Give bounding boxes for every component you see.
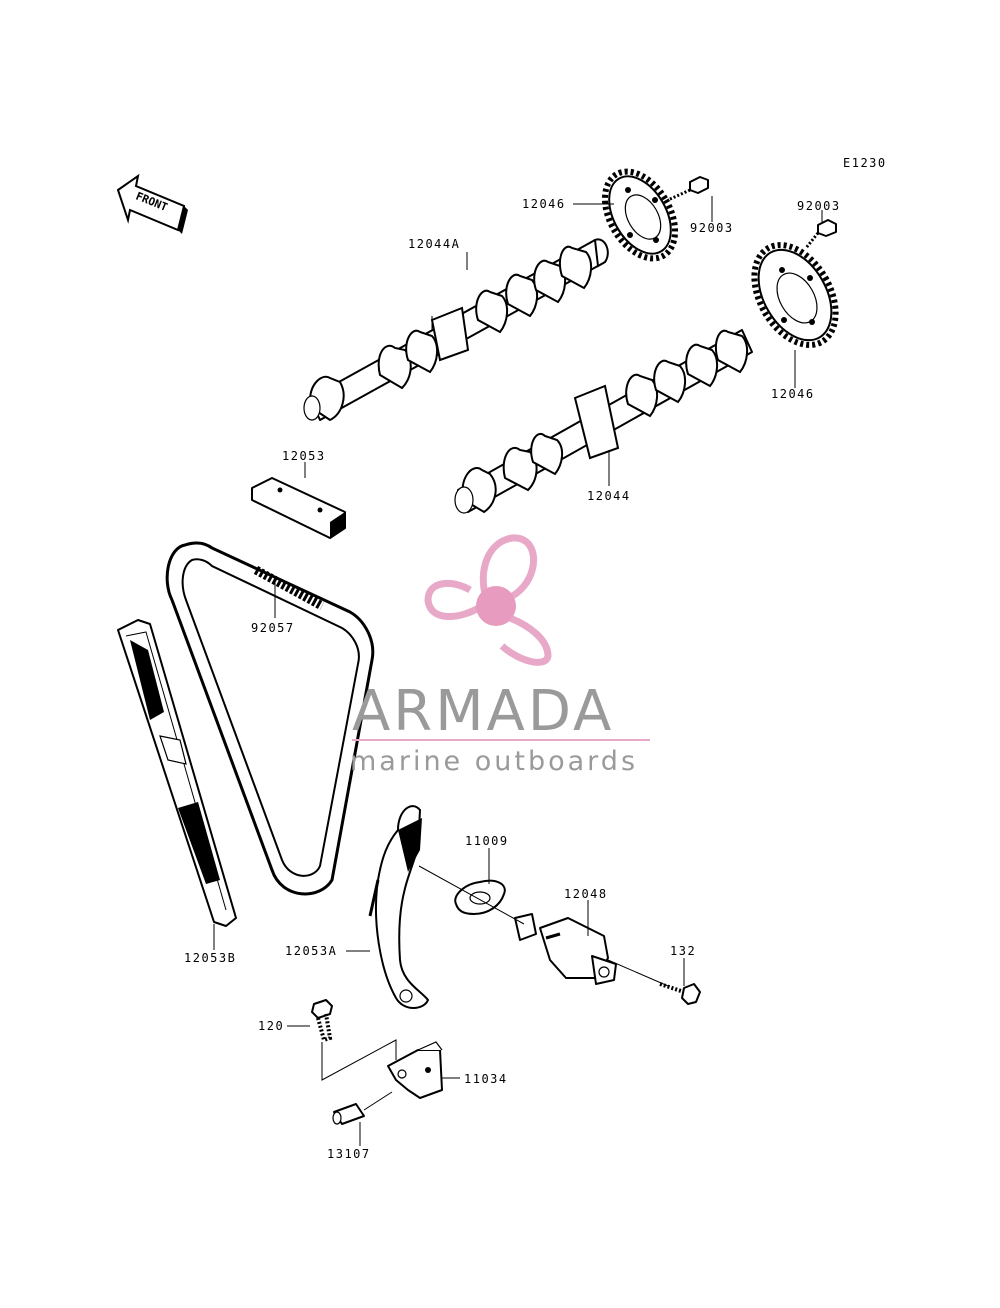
part-labels: 12046 92003 92003 12044A 12046 12053 120… (184, 197, 841, 1161)
gasket-11009 (454, 879, 506, 915)
diagram-code: E1230 (843, 156, 887, 170)
watermark-tagline: marine outboards (350, 746, 638, 777)
label-12053A: 12053A (285, 944, 337, 958)
label-92003-right: 92003 (797, 199, 841, 213)
cam-chain-tensioner-12048 (514, 913, 617, 985)
label-12046-right: 12046 (771, 387, 815, 401)
label-132: 132 (670, 944, 696, 958)
leader-lines (213, 196, 823, 1146)
bolt-92003-top (667, 176, 709, 202)
camshaft-12044 (454, 329, 753, 514)
pin-13107 (332, 1103, 365, 1125)
label-92003-top: 92003 (690, 221, 734, 235)
label-11009: 11009 (465, 834, 509, 848)
propeller-logo-icon (424, 534, 552, 666)
watermark-brand: ARMADA (352, 679, 614, 744)
chain-guide-12053B (117, 619, 237, 927)
cam-sprocket-right (751, 242, 839, 348)
bolt-132 (659, 982, 701, 1005)
label-120: 120 (258, 1019, 284, 1033)
label-12053: 12053 (282, 449, 326, 463)
chain-guide-12053 (251, 477, 346, 539)
label-12044A: 12044A (408, 237, 460, 251)
cam-sprocket-top (601, 168, 679, 262)
bolt-92003-right (804, 219, 837, 249)
bracket-11034 (387, 1041, 443, 1099)
cam-chain-92057 (165, 541, 375, 896)
label-12044: 12044 (587, 489, 631, 503)
chain-tensioner-arm-12053A (368, 805, 429, 1009)
label-92057: 92057 (251, 621, 295, 635)
bolt-120 (311, 999, 333, 1043)
label-11034: 11034 (464, 1072, 508, 1086)
armada-watermark: ARMADA marine outboards (350, 534, 650, 777)
camshaft-12044A (303, 238, 609, 422)
label-12048: 12048 (564, 887, 608, 901)
label-12053B: 12053B (184, 951, 236, 965)
label-13107: 13107 (327, 1147, 371, 1161)
front-arrow-icon: FRONT (116, 173, 188, 234)
label-12046-top: 12046 (522, 197, 566, 211)
